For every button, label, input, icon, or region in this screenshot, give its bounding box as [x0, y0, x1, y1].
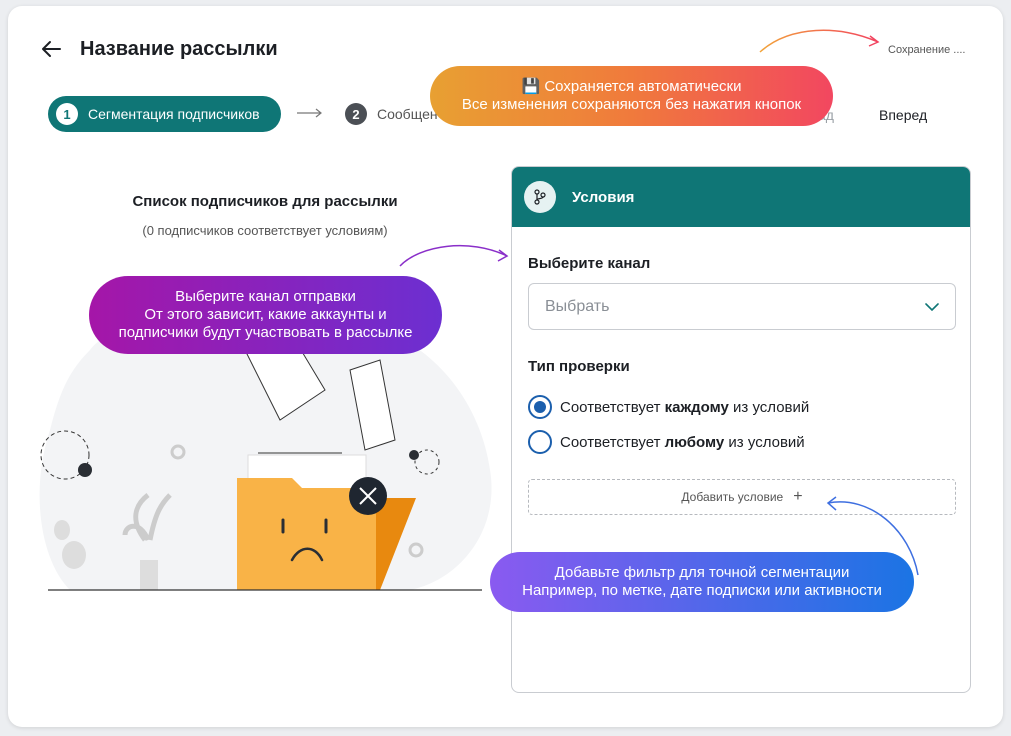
step-label: Сегментация подписчиков [88, 106, 260, 122]
filter-tooltip: Добавьте фильтр для точной сегментации Н… [490, 552, 914, 612]
radio-dot [534, 401, 546, 413]
autosave-tooltip-title: 💾 Сохраняется автоматически [521, 78, 742, 95]
radio-text-bold: любому [664, 433, 725, 451]
step-number: 1 [56, 103, 78, 125]
subscribers-title: Список подписчиков для рассылки [132, 193, 398, 210]
channel-tooltip-line: От этого зависит, какие аккаунты и [144, 306, 387, 323]
arrow-left-icon[interactable] [40, 38, 62, 60]
step-label: Сообщен [377, 106, 438, 122]
autosave-tooltip-body: Все изменения сохраняются без нажатия кн… [461, 96, 802, 113]
radio-text: из условий [724, 433, 805, 451]
radio-text: из условий [728, 398, 810, 416]
conditions-header: Условия [512, 167, 970, 227]
channel-select[interactable]: Выбрать [528, 283, 956, 330]
step-segmentation[interactable]: 1 Сегментация подписчиков [48, 96, 281, 132]
subscribers-count: (0 подписчиков соответствует условиям) [142, 223, 388, 238]
add-condition-label: Добавить условие [681, 490, 784, 504]
autosave-tooltip: 💾 Сохраняется автоматически Все изменени… [430, 66, 833, 126]
next-button[interactable]: Вперед [879, 107, 928, 123]
arrow-right-icon [297, 108, 322, 118]
radio-text: Соответствует [560, 398, 665, 416]
radio-button[interactable] [528, 430, 552, 454]
check-type-label: Тип проверки [528, 358, 630, 375]
conditions-title: Условия [572, 188, 635, 206]
step-number: 2 [345, 103, 367, 125]
channel-tooltip-line: Выберите канал отправки [175, 288, 356, 305]
channel-select-value: Выбрать [545, 297, 610, 315]
filter-tooltip-line: Например, по метке, дате подписки или ак… [522, 582, 882, 599]
chevron-down-icon [925, 302, 939, 311]
branch-icon [524, 181, 556, 213]
radio-button[interactable] [528, 395, 552, 419]
channel-label: Выберите канал [528, 255, 651, 272]
step-message[interactable]: 2 Сообщен [345, 103, 438, 125]
filter-tooltip-line: Добавьте фильтр для точной сегментации [554, 564, 850, 581]
saving-status: Сохранение .... [888, 44, 966, 56]
radio-text: Соответствует [560, 433, 665, 451]
radio-match-all[interactable]: Соответствует каждому из условий [528, 395, 809, 419]
empty-folder-illustration [39, 310, 492, 591]
add-condition-button[interactable]: Добавить условие + [528, 479, 956, 515]
radio-match-any[interactable]: Соответствует любому из условий [528, 430, 805, 454]
page-title: Название рассылки [80, 38, 278, 60]
radio-text-bold: каждому [664, 398, 729, 416]
plus-icon: + [793, 488, 803, 505]
channel-tooltip-line: подписчики будут участвовать в рассылке [118, 324, 413, 341]
channel-tooltip: Выберите канал отправки От этого зависит… [89, 276, 442, 354]
